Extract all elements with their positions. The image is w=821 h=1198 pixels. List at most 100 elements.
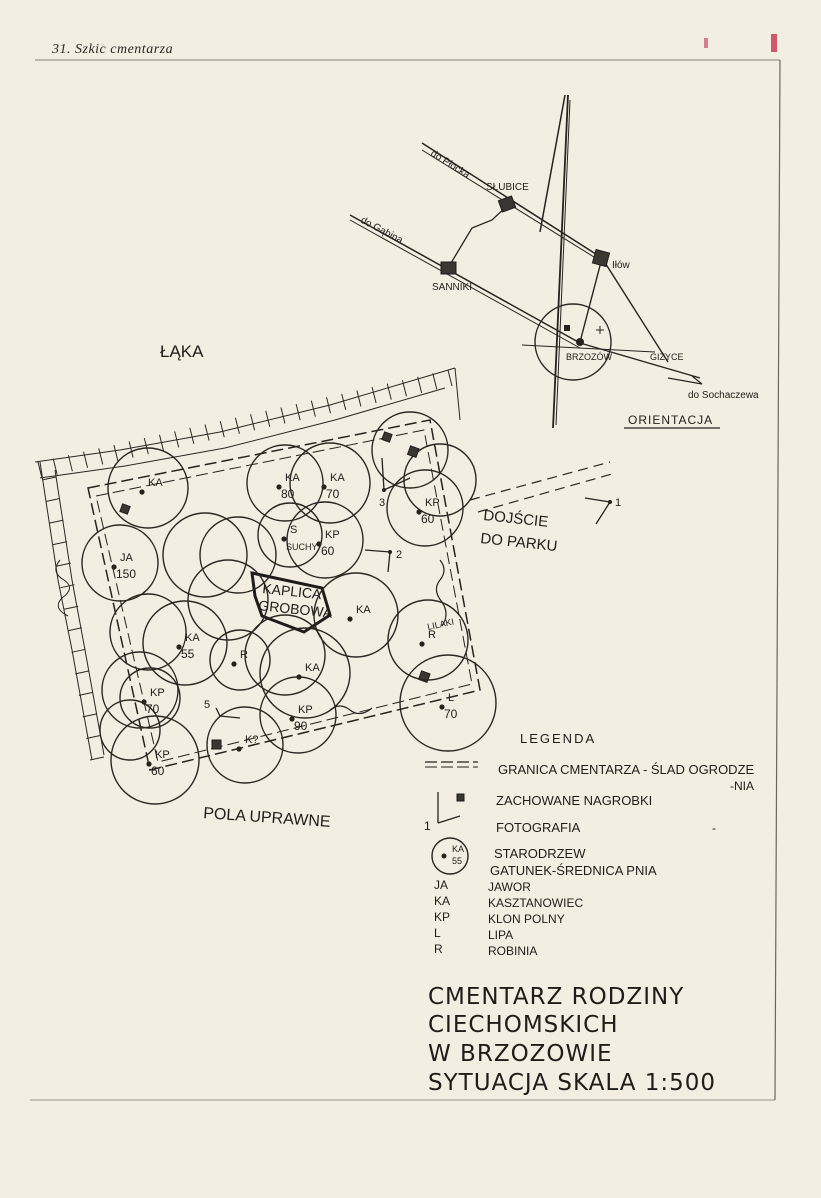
photo-point-2: 2 [364,549,402,573]
legend-tree-icon [431,837,469,875]
orientation-sketch: do Płocka do Gąbina SŁUBICE SANNIKI Iłów… [349,94,759,429]
tree-trunk [176,644,182,650]
park-path [469,461,613,513]
title-line-1: CMENTARZ RODZINY [428,984,685,1010]
tree-trunk [347,616,353,622]
legend-grave-text: ZACHOWANE NAGROBKI [496,793,652,808]
tree-trunk [419,641,425,647]
tree-crown [246,444,324,522]
legend-grave-icon [456,793,465,802]
tree-11: KA [259,627,351,719]
tree-size: 70 [146,702,160,716]
orientation-label: ORIENTACJA [628,413,713,427]
tree-17: L 70 [399,654,497,752]
tree-16: R [387,599,469,681]
tree-trunk [289,716,295,722]
tree-crown [259,676,337,754]
legend-photo-number: 1 [424,819,431,833]
tree-trunk [439,704,445,710]
tree-crown [387,599,469,681]
title-line-3: W BRZOZOWIE [428,1041,613,1067]
tree-size: 60 [321,544,335,558]
tree-crown [110,715,200,805]
chapel-label-1: KAPLICA [262,580,323,602]
page-title: 31. Szkic cmentarza [52,42,174,57]
svg-text:-: - [712,821,716,835]
tree-crown [81,524,159,602]
tree-crown [386,469,464,547]
legend-boundary-text: GRANICA CMENTARZA - ŚLAD OGRODZE [498,762,755,777]
photo-point-1: 1 [584,497,621,525]
tree-4: KA 70 [289,442,371,524]
place-gizyce-label: GIŻYCE [650,352,684,362]
photo-number: 3 [379,497,385,509]
place-sanniki-label: SANNIKI [432,282,472,293]
cemetery-plot: LILAKI KAPLICA GROBOWA KAJA150KA80KA70KP… [34,367,621,805]
legend: LEGENDA GRANICA CMENTARZA - ŚLAD OGRODZE… [424,731,755,958]
tree-size: 70 [326,487,340,501]
tree-crown [257,502,323,568]
place-ilow-label: Iłów [612,260,631,271]
tree-trunk [236,746,242,752]
legend-title: LEGENDA [520,731,596,746]
photo-point-3: 3 [379,457,411,509]
park-path-label-1: DOJŚCIE [483,506,550,531]
legend-abbr: KA [434,894,450,908]
tree-crown [142,600,228,686]
direction-gabin-label: do Gąbina [359,215,405,247]
tree-species: KP [325,529,340,541]
tree-crown [209,629,271,691]
tree-trunk [231,661,237,667]
tree-species: R [240,649,248,661]
tree-trunk [276,484,282,490]
tree-10: KA [313,572,399,658]
tree-species: KP [298,704,313,716]
legend-abbr-name: KASZTANOWIEC [488,896,583,910]
title-line-2: CIECHOMSKICH [428,1012,619,1038]
tree-species: K? [245,734,258,746]
tree-species: S [290,524,297,536]
tree-crown [119,667,181,729]
meadow-label: ŁĄKA [160,342,204,361]
legend-abbr-name: ROBINIA [488,944,537,958]
tree-species: KP [150,687,165,699]
direction-plock-label: do Płocka [428,148,471,181]
chapel-label-2: GROBOWA [258,597,334,621]
chapel-outline [250,571,332,634]
tree-trunk [111,564,117,570]
tree-species: KA [148,477,163,489]
tree-species: L [448,692,454,704]
legend-abbr-name: KLON POLNY [488,912,565,926]
photo-number: 1 [615,497,621,509]
tree-8: KA 55 [142,600,228,686]
tree-size: 60 [151,764,165,778]
red-mark [704,38,708,48]
tree-size: 90 [294,719,308,733]
tree-trunk [141,699,147,705]
tree-species: JA [120,552,134,564]
tree-species: KA [305,662,320,674]
photo-number: 5 [204,699,210,711]
fields-label: POLA UPRAWNE [203,805,331,831]
tree-size: 55 [181,647,195,661]
park-path-label-2: DO PARKU [480,530,559,555]
tree-13: KP 60 [110,715,200,805]
tree-species: KP [155,749,170,761]
tree-crown [206,706,284,784]
tree-species: KA [330,472,345,484]
legend-abbr: L [434,926,441,940]
legend-boundary-text-2: -NIA [730,779,754,793]
red-mark [771,34,777,52]
tree-size: 70 [444,707,458,721]
tree-species: KA [185,632,200,644]
legend-tree-text: STARODRZEW [494,846,586,861]
legend-abbr: KP [434,910,450,924]
place-slubice-label: SŁUBICE [486,182,529,193]
tree-1: KA [107,447,189,529]
photo-number: 2 [396,549,402,561]
